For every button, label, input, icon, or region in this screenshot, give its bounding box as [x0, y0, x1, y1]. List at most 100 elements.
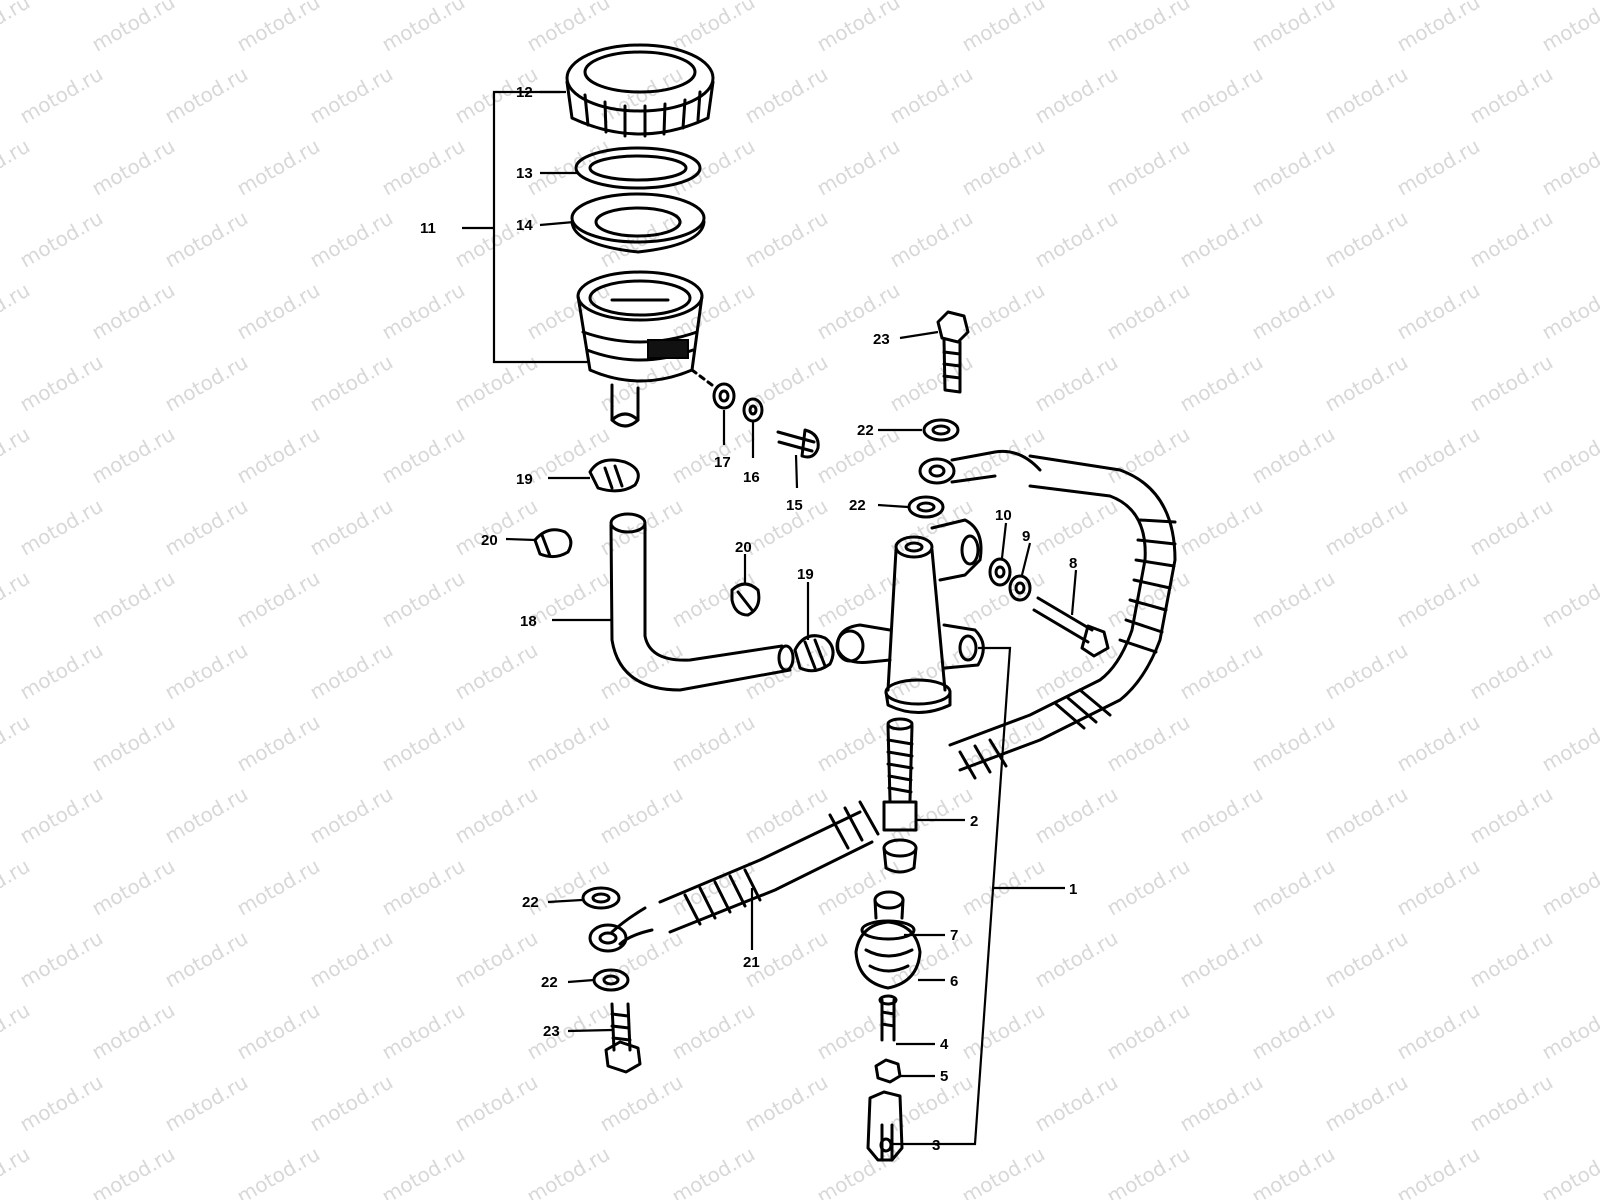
watermark-text: motod.ru: [1031, 494, 1122, 561]
watermark-text: motod.ru: [451, 494, 542, 561]
watermark-text: motod.ru: [596, 62, 687, 129]
brake-hose-upper: [948, 454, 1177, 780]
callout-22-d: 22: [541, 974, 558, 991]
watermark-text: motod.ru: [741, 1070, 832, 1137]
watermark-text: motod.ru: [233, 0, 324, 56]
watermark-text: motod.ru: [306, 926, 397, 993]
watermark-text: motod.ru: [1538, 134, 1600, 201]
watermark-text: motod.ru: [1176, 1070, 1267, 1137]
watermark-text: motod.ru: [161, 782, 252, 849]
watermark-text: motod.ru: [1466, 1070, 1557, 1137]
watermark-text: motod.ru: [1321, 782, 1412, 849]
cap-plate: [574, 146, 702, 190]
watermark-text: motod.ru: [378, 854, 469, 921]
watermark-text: motod.ru: [306, 1070, 397, 1137]
callout-2: 2: [970, 813, 978, 830]
clevis-3: [866, 1090, 904, 1162]
watermark-text: motod.ru: [1466, 494, 1557, 561]
watermark-text: motod.ru: [668, 1142, 759, 1200]
washer-22-b: [907, 495, 945, 519]
watermark-text: motod.ru: [233, 278, 324, 345]
watermark-text: motod.ru: [1393, 710, 1484, 777]
callout-16: 16: [743, 469, 760, 486]
watermark-text: motod.ru: [16, 1070, 107, 1137]
watermark-text: motod.ru: [886, 206, 977, 273]
watermark-text: motod.ru: [1176, 782, 1267, 849]
washer-10: [988, 557, 1012, 587]
callout-19-upper: 19: [516, 471, 533, 488]
callout-14: 14: [516, 217, 533, 234]
watermark-text: motod.ru: [1538, 854, 1600, 921]
watermark-text: motod.ru: [233, 998, 324, 1065]
watermark-text: motod.ru: [1393, 134, 1484, 201]
watermark-text: motod.ru: [378, 134, 469, 201]
callout-20-lower: 20: [735, 539, 752, 556]
watermark-text: motod.ru: [0, 566, 34, 633]
watermark-text: motod.ru: [958, 278, 1049, 345]
watermark-text: motod.ru: [813, 998, 904, 1065]
callout-18: 18: [520, 613, 537, 630]
callout-labels: 12 13 14 11 23 22 22 17 16 15 19 20 18 2…: [420, 84, 1077, 1154]
watermark-text: motod.ru: [0, 998, 34, 1065]
watermark-text: motod.ru: [1176, 926, 1267, 993]
watermark-text: motod.ru: [1538, 278, 1600, 345]
brake-hose-lower: [610, 800, 880, 946]
watermark-text: motod.ru: [813, 134, 904, 201]
watermark-text: motod.ru: [306, 206, 397, 273]
watermark-text: motod.ru: [451, 638, 542, 705]
watermark-text: motod.ru: [0, 422, 34, 489]
washer-9: [1008, 574, 1032, 602]
watermark-text: motod.ru: [306, 494, 397, 561]
watermark-text: motod.ru: [813, 566, 904, 633]
watermark-text: motod.ru: [451, 350, 542, 417]
watermark-text: motod.ru: [1321, 62, 1412, 129]
watermark-text: motod.ru: [1103, 854, 1194, 921]
reservoir-body: [576, 270, 704, 428]
watermark-text: motod.ru: [16, 782, 107, 849]
watermark-text: motod.ru: [306, 782, 397, 849]
watermark-text: motod.ru: [1176, 206, 1267, 273]
callout-22-c: 22: [522, 894, 539, 911]
watermark-text: motod.ru: [668, 0, 759, 56]
watermark-text: motod.ru: [1466, 350, 1557, 417]
watermark-text: motod.ru: [378, 278, 469, 345]
watermark-text: motod.ru: [16, 638, 107, 705]
watermark-text: motod.ru: [0, 278, 34, 345]
watermark-text: motod.ru: [1248, 1142, 1339, 1200]
watermark-text: motod.ru: [16, 350, 107, 417]
watermark-text: motod.ru: [1538, 422, 1600, 489]
watermark-text: motod.ru: [1248, 278, 1339, 345]
washer-22-c: [581, 886, 621, 910]
watermark-text: motod.ru: [1393, 1142, 1484, 1200]
watermark-text: motod.ru: [1103, 0, 1194, 56]
master-cylinder-body: [835, 518, 985, 714]
watermark-text: motod.ru: [1103, 710, 1194, 777]
watermark-text: motod.ru: [451, 926, 542, 993]
watermark-text: motod.ru: [88, 134, 179, 201]
callout-22-b: 22: [849, 497, 866, 514]
watermark-text: motod.ru: [306, 62, 397, 129]
watermark-text: motod.ru: [16, 494, 107, 561]
watermark-text: motod.ru: [668, 134, 759, 201]
watermark-text: motod.ru: [451, 206, 542, 273]
watermark-text: motod.ru: [1393, 0, 1484, 56]
watermark-text: motod.ru: [1393, 566, 1484, 633]
diaphragm: [570, 192, 706, 254]
callout-9: 9: [1022, 528, 1030, 545]
watermark-text: motod.ru: [306, 350, 397, 417]
watermark-text: motod.ru: [1538, 0, 1600, 56]
washer-22-a: [922, 418, 960, 442]
watermark-text: motod.ru: [233, 422, 324, 489]
callout-12: 12: [516, 84, 533, 101]
watermark-text: motod.ru: [1538, 710, 1600, 777]
watermark-text: motod.ru: [161, 1070, 252, 1137]
watermark-text: motod.ru: [161, 494, 252, 561]
watermark-text: motod.ru: [0, 1142, 34, 1200]
callout-10: 10: [995, 507, 1012, 524]
watermark-text: motod.ru: [88, 854, 179, 921]
watermark-text: motod.ru: [0, 134, 34, 201]
watermark-text: motod.ru: [1466, 926, 1557, 993]
watermark-text: motod.ru: [233, 566, 324, 633]
watermark-text: motod.ru: [596, 926, 687, 993]
hose-18: [609, 512, 795, 692]
